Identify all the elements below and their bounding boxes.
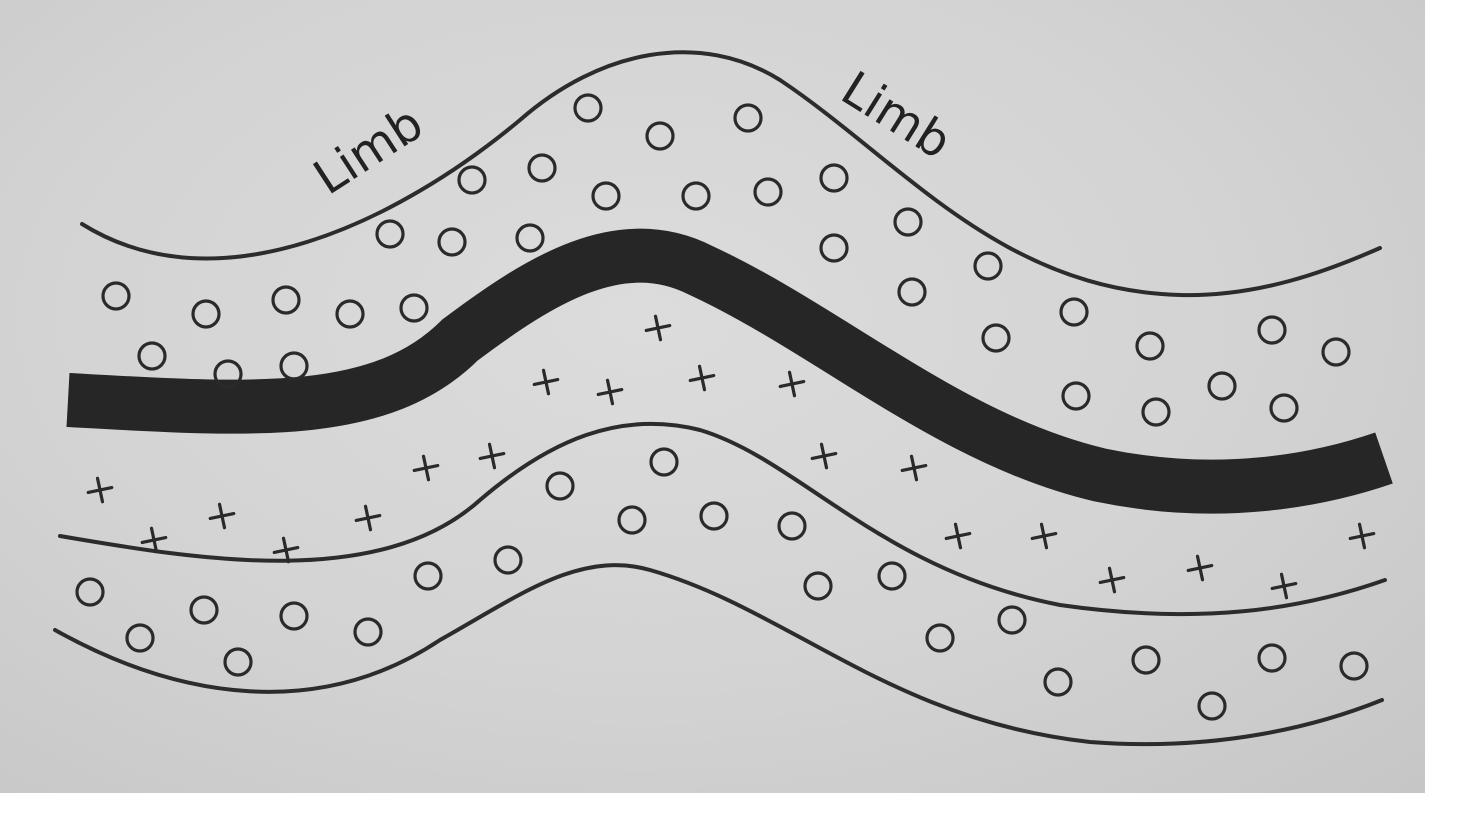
pebble-symbol: [1141, 397, 1171, 427]
pebble-symbol: [573, 93, 603, 123]
pebble-symbol: [753, 177, 783, 207]
cross-symbol: [810, 442, 838, 470]
cross-symbol: [478, 442, 506, 470]
pebble-symbol: [413, 561, 443, 591]
cross-symbol: [778, 370, 806, 398]
pebble-symbol: [803, 571, 833, 601]
pebble-symbol: [893, 207, 923, 237]
pebble-symbol: [137, 341, 167, 371]
pebble-symbol: [1131, 645, 1161, 675]
pebble-symbol: [1257, 643, 1287, 673]
cross-symbol: [644, 314, 672, 342]
pebble-symbol: [699, 501, 729, 531]
pebble-symbol: [353, 617, 383, 647]
bed-boundary-middle: [58, 421, 1387, 617]
pebble-symbol: [1257, 315, 1287, 345]
pebble-symbol: [399, 293, 429, 323]
cross-symbol: [354, 504, 382, 532]
cross-symbol: [86, 476, 114, 504]
pebble-symbol: [925, 623, 955, 653]
pebble-symbol: [191, 299, 221, 329]
pebble-symbol: [1339, 651, 1369, 681]
pebble-symbol: [493, 545, 523, 575]
pebble-symbol: [819, 163, 849, 193]
pebble-clasts: [75, 93, 1369, 721]
cross-symbol: [140, 526, 168, 554]
cross-symbol: [208, 502, 236, 530]
pebble-symbol: [897, 277, 927, 307]
pebble-symbol: [997, 605, 1027, 635]
pebble-symbol: [981, 323, 1011, 353]
pebble-symbol: [1197, 691, 1227, 721]
pebble-symbol: [681, 181, 711, 211]
cross-symbol: [1186, 554, 1214, 582]
cross-symbol: [944, 522, 972, 550]
pebble-symbol: [877, 561, 907, 591]
pebble-symbol: [271, 285, 301, 315]
pebble-symbol: [437, 227, 467, 257]
pebble-symbol: [527, 153, 557, 183]
pebble-symbol: [101, 281, 131, 311]
pebble-symbol: [1135, 331, 1165, 361]
pebble-symbol: [515, 223, 545, 253]
pebble-symbol: [1269, 393, 1299, 423]
cross-symbol: [272, 536, 300, 564]
cross-symbol: [1098, 566, 1126, 594]
pebble-symbol: [1059, 297, 1089, 327]
cross-symbol: [688, 364, 716, 392]
pebble-symbol: [279, 601, 309, 631]
cross-symbol: [532, 368, 560, 396]
pebble-symbol: [819, 233, 849, 263]
pebble-symbol: [777, 511, 807, 541]
pebble-symbol: [733, 103, 763, 133]
cross-symbol: [412, 454, 440, 482]
pebble-symbol: [125, 623, 155, 653]
cross-symbol: [900, 454, 928, 482]
pebble-symbol: [189, 595, 219, 625]
pebble-symbol: [591, 181, 621, 211]
pebble-symbol: [75, 577, 105, 607]
pebble-symbol: [1321, 337, 1351, 367]
pebble-symbol: [375, 219, 405, 249]
pebble-symbol: [1043, 667, 1073, 697]
pebble-symbol: [649, 447, 679, 477]
bed-boundary-top: [80, 50, 1382, 298]
pebble-symbol: [457, 165, 487, 195]
pebble-symbol: [645, 121, 675, 151]
cross-symbols: [86, 314, 1376, 600]
pebble-symbol: [973, 251, 1003, 281]
bed-boundary-bottom: [53, 563, 1384, 747]
pebble-symbol: [1207, 371, 1237, 401]
pebble-symbol: [279, 351, 309, 381]
cross-symbol: [1030, 522, 1058, 550]
limb-label-right: Limb: [832, 61, 961, 171]
dark-marker-bed: [66, 228, 1393, 514]
pebble-symbol: [223, 647, 253, 677]
pebble-symbol: [335, 299, 365, 329]
limb-label-left: Limb: [304, 95, 433, 206]
pebble-symbol: [213, 359, 243, 389]
cross-symbol: [1348, 522, 1376, 550]
pebble-symbol: [1061, 381, 1091, 411]
cross-symbol: [1270, 572, 1298, 600]
pebble-symbol: [617, 505, 647, 535]
pebble-symbol: [545, 471, 575, 501]
cross-symbol: [596, 378, 624, 406]
